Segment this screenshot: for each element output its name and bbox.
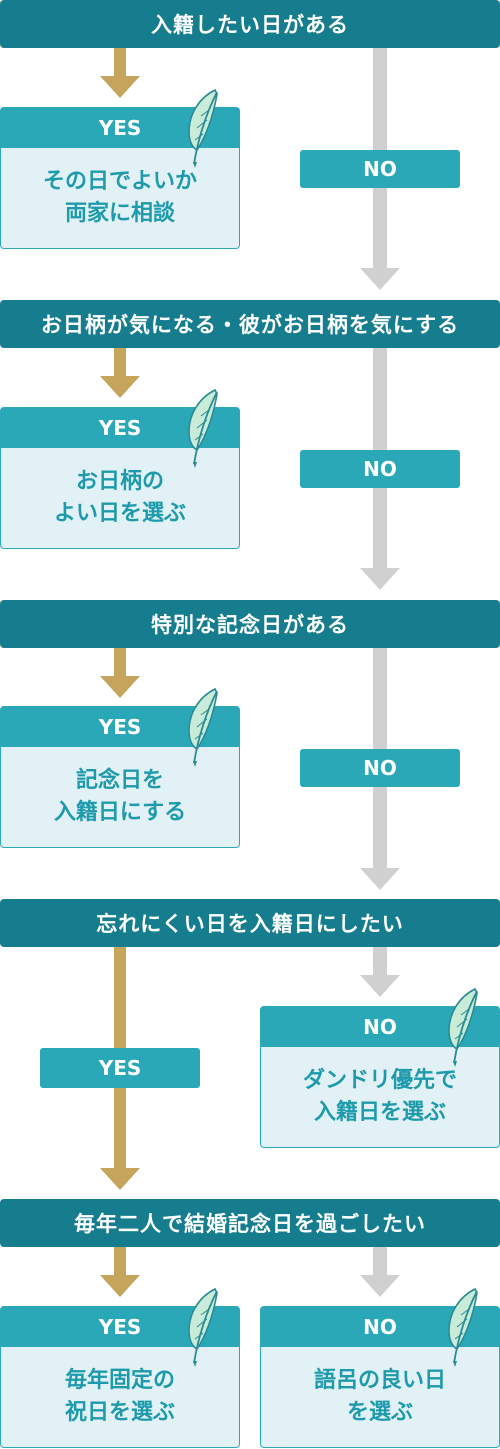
question-bar-2: お日柄が気になる・彼がお日柄を気にする [0,300,500,348]
quill-pen-icon [188,1288,218,1367]
result-line: 入籍日を選ぶ [313,1100,446,1125]
no-label: NO [363,1315,397,1339]
yes-label: YES [98,116,142,140]
yes-arrow-head-3 [100,676,140,698]
question-bar-3: 特別な記念日がある [0,600,500,648]
yes-arrow-line-2 [114,348,126,378]
yes-label: YES [98,1056,142,1080]
no-pill-3: NO [300,749,460,787]
result-line: お日柄の [75,469,164,494]
result-line: 語呂の良い日 [313,1368,446,1393]
result-line: を選ぶ [346,1400,413,1425]
yes-arrow-head-5 [100,1275,140,1297]
result-card-5-no: NO 語呂の良い日 を選ぶ [260,1288,500,1448]
no-pill-2: NO [300,450,460,488]
no-arrow-head-3 [360,868,400,890]
result-line: 祝日を選ぶ [64,1400,175,1425]
card-result-text: ダンドリ優先で 入籍日を選ぶ [261,1047,499,1147]
card-result-text: お日柄の よい日を選ぶ [1,448,239,548]
yes-label: YES [98,1315,142,1339]
yes-arrow-line-5 [114,1247,126,1277]
yes-pill-4: YES [40,1048,200,1088]
no-label: NO [363,1015,397,1039]
question-bar-5: 毎年二人で結婚記念日を過ごしたい [0,1199,500,1247]
result-card-4: NO ダンドリ優先で 入籍日を選ぶ [260,988,500,1148]
no-arrow-head-5 [360,1275,400,1297]
yes-arrow-line-1 [114,48,126,78]
question-text-3: 特別な記念日がある [151,613,349,637]
result-line: 毎年固定の [64,1368,175,1393]
quill-pen-icon [188,688,218,767]
yes-arrow-line-3 [114,648,126,678]
question-bar-1: 入籍したい日がある [0,0,500,48]
yes-arrow-head-1 [100,76,140,98]
no-pill-1: NO [300,150,460,188]
result-line: 記念日を [75,768,164,793]
result-line: 入籍日にする [53,800,187,825]
question-bar-4: 忘れにくい日を入籍日にしたい [0,899,500,947]
no-label: NO [363,457,397,481]
yes-label: YES [98,416,142,440]
quill-pen-icon [188,389,218,468]
yes-arrow-head-2 [100,376,140,398]
question-text-1: 入籍したい日がある [151,13,349,37]
question-text-4: 忘れにくい日を入籍日にしたい [96,912,404,936]
result-card-1: YES その日でよいか 両家に相談 [0,89,240,249]
card-result-text: 語呂の良い日 を選ぶ [261,1347,499,1447]
no-arrow-head-4 [360,975,400,997]
result-card-3: YES 記念日を 入籍日にする [0,688,240,848]
result-line: ダンドリ優先で [302,1068,457,1093]
result-line: 両家に相談 [64,201,175,226]
result-line: その日でよいか [42,169,197,194]
card-result-text: 記念日を 入籍日にする [1,747,239,847]
no-arrow-head-2 [360,568,400,590]
quill-pen-icon [188,89,218,168]
result-card-5-yes: YES 毎年固定の 祝日を選ぶ [0,1288,240,1448]
no-arrow-head-1 [360,268,400,290]
question-text-2: お日柄が気になる・彼がお日柄を気にする [40,313,460,337]
quill-pen-icon [448,1288,478,1367]
yes-arrow-head-4 [100,1168,140,1190]
quill-pen-icon [448,988,478,1067]
card-result-text: その日でよいか 両家に相談 [1,148,239,248]
result-line: よい日を選ぶ [53,501,186,526]
result-card-2: YES お日柄の よい日を選ぶ [0,389,240,549]
no-arrow-line-4 [373,947,387,977]
no-label: NO [363,756,397,780]
card-result-text: 毎年固定の 祝日を選ぶ [1,1347,239,1447]
no-label: NO [363,157,397,181]
yes-label: YES [98,715,142,739]
question-text-5: 毎年二人で結婚記念日を過ごしたい [74,1212,426,1236]
no-arrow-line-5 [373,1247,387,1277]
